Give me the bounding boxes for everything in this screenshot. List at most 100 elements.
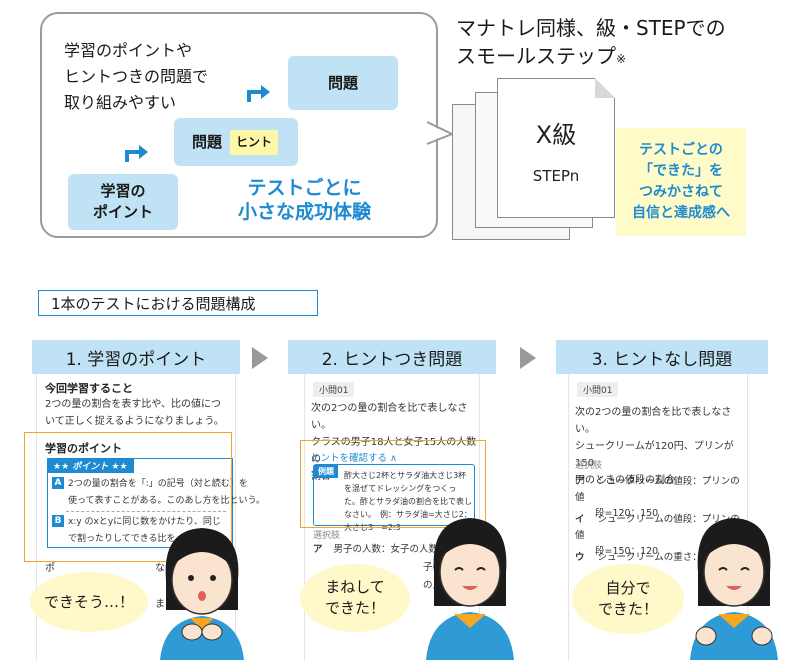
step-header-3: 3. ヒントなし問題 — [556, 340, 768, 374]
speech-2-line-1: まねして — [325, 578, 385, 596]
step-header-2-label: 2. ヒントつき問題 — [321, 349, 463, 370]
choice-a-mark: ア — [575, 476, 585, 487]
highlight-frame — [300, 440, 486, 528]
bubble-description: 学習のポイントや ヒントつきの問題で 取り組みやすい — [64, 38, 208, 116]
show-hint-toggle[interactable]: ヒントを確認する ∧ — [311, 453, 397, 464]
speech-2-line-2: できた！ — [324, 599, 385, 617]
step-up-arrow-icon — [247, 85, 270, 102]
speech-bubble-2: まねして できた！ — [300, 564, 410, 632]
panel1-heading: 今回学習すること — [45, 382, 133, 395]
panel1-body: 2つの量の割合を表す比や、比の値につ いて正しく捉えるようになりましょう。 — [45, 396, 235, 430]
point-tag: ★★ ポイント ★★ — [47, 458, 134, 473]
point-line-b2: で割ったりしてできる比を、「等しい — [68, 532, 216, 547]
choice-c[interactable]: ウ シュークリームの重さ：プリ — [575, 550, 747, 566]
achievement-line-3: つみかさねて — [639, 184, 723, 200]
choice-b-mark: イ — [575, 514, 585, 525]
question-with-hint-box: 問題 ヒント — [174, 118, 298, 166]
choice-b-line-1: シュークリームの値段：プリンの値 — [575, 514, 740, 541]
choice-a-text: 男子の人数：女子の人数=18 — [333, 544, 459, 555]
step-header-1: 1. 学習のポイント — [32, 340, 240, 374]
panel3-body-line-2: シュークリームが120円、プリンが150 — [575, 441, 734, 469]
choice-a-mark: ア — [313, 544, 323, 555]
small-step-heading: マナトレ同様、級・STEPでの スモールステップ※ — [456, 14, 726, 73]
small-step-line-2: スモールステップ — [456, 44, 616, 68]
question-label: 問題 — [327, 73, 358, 92]
bubble-line-2: ヒントつきの問題で — [64, 67, 209, 86]
paper-sheet-front: X級 STEPn — [497, 78, 615, 218]
bubble-tail — [426, 121, 455, 145]
choice-a-line-2: 段=120：150 — [595, 508, 659, 519]
panel2-body-line-1: 次の2つの量の割合を比で表しなさい。 — [311, 403, 468, 431]
learning-point-line-2: ポイント — [92, 203, 153, 221]
achievement-line-4: 自信と達成感へ — [632, 205, 730, 221]
success-line-1: テストごとに — [247, 177, 362, 199]
achievement-line-1: テストごとの — [639, 142, 723, 158]
achievement-box: テストごとの 「できた」を つみかさねて 自信と達成感へ — [616, 128, 746, 236]
choice-c-mark: ウ — [575, 552, 585, 563]
small-step-note: ※ — [616, 52, 627, 66]
question-with-hint-label: 問題 — [192, 132, 223, 151]
point-line-b: B x:y のxとyに同じ数をかけたり、同じ — [52, 515, 221, 530]
bubble-line-3: 取り組みやすい — [64, 93, 177, 112]
panel1-body-line-2: いて正しく捉えるようになりましょう。 — [45, 416, 224, 427]
choice-b[interactable]: イ シュークリームの値段：プリンの値 段=150：120 — [575, 512, 747, 560]
example-label: 例題 — [314, 465, 338, 478]
chevron-right-icon — [252, 347, 268, 369]
panel3-body-line-1: 次の2つの量の割合を比で表しなさい。 — [575, 407, 732, 435]
step-header-1-label: 1. 学習のポイント — [65, 349, 207, 370]
bubble-line-1: 学習のポイントや — [64, 41, 193, 60]
paper-fold — [595, 78, 615, 98]
point-line-a2: 使って表すことがある。このあし方を比という。 — [68, 494, 265, 509]
student-character-icon — [690, 518, 778, 660]
success-line-2: 小さな成功体験 — [238, 201, 372, 223]
step-up-arrow-icon — [125, 145, 148, 162]
question-number-badge: 小問01 — [577, 382, 619, 397]
question-number-badge: 小問01 — [313, 382, 355, 397]
choice-a-line-1: シュークリームの値段：プリンの値 — [575, 476, 740, 503]
speech-3-line-1: 自分で — [605, 579, 651, 597]
student-character-icon — [160, 528, 244, 660]
speech-3-line-2: できた！ — [597, 600, 658, 618]
point-letter-b: B — [52, 515, 64, 527]
choice-a[interactable]: ア 男子の人数：女子の人数=18 — [313, 542, 458, 557]
step-label: STEPn — [532, 167, 580, 185]
small-step-line-1: マナトレ同様、級・STEPでの — [456, 16, 726, 40]
step-header-2: 2. ヒントつき問題 — [288, 340, 496, 374]
speech-bubble-panel: 学習のポイントや ヒントつきの問題で 取り組みやすい 学習の ポイント 問題 ヒ… — [40, 12, 438, 238]
achievement-line-2: 「できた」を — [639, 163, 723, 179]
section-label-text: 1本のテストにおける問題構成 — [51, 294, 256, 313]
choice-b-line-2: 段=150：120 — [595, 546, 659, 557]
point-box: ★★ ポイント ★★ A 2つの量の割合を「:」の記号（対と読む）を 使って表す… — [47, 458, 265, 548]
point-line-a-text: 2つの量の割合を「:」の記号（対と読む）を — [68, 479, 248, 489]
choices-label: 選択肢 — [575, 461, 603, 471]
choices-label: 選択肢 — [313, 531, 341, 541]
panel1-cutoff-1: ポ — [45, 563, 55, 574]
learning-point-box: 学習の ポイント — [68, 174, 178, 230]
section-label: 1本のテストにおける問題構成 — [38, 290, 318, 316]
choice-a[interactable]: ア シュークリームの値段：プリンの値 段=120：150 — [575, 474, 747, 522]
learning-point-line-1: 学習の — [100, 182, 146, 200]
chevron-right-icon — [520, 347, 536, 369]
hint-tag: ヒント — [230, 129, 279, 155]
speech-bubble-3: 自分で できた！ — [572, 564, 684, 634]
student-character-icon — [426, 518, 514, 660]
small-success-text: テストごとに 小さな成功体験 — [238, 176, 371, 224]
point-letter-a: A — [52, 477, 64, 489]
panel3-body: 次の2つの量の割合を比で表しなさい。 シュークリームが120円、プリンが150 … — [575, 404, 747, 489]
point-line-a2-text: 使って表すことがある。このあし方を比という。 — [68, 496, 266, 506]
point-line-b-text: x:y のxとyに同じ数をかけたり、同じ — [68, 517, 221, 527]
choice-c-line-1: シュークリームの重さ：プリ — [597, 552, 721, 563]
point-line-a: A 2つの量の割合を「:」の記号（対と読む）を — [52, 477, 248, 492]
highlight-frame — [24, 432, 232, 562]
panel2-body-line-2: クラスの男子18人と女子15人の人数の — [311, 437, 477, 465]
speech-bubble-1: できそう…！ — [30, 572, 148, 632]
question-box: 問題 — [288, 56, 398, 110]
panel1-body-line-1: 2つの量の割合を表す比や、比の値につ — [45, 399, 222, 410]
point-line-b2-text: で割ったりしてできる比を、「等しい — [68, 534, 217, 544]
step-header-3-label: 3. ヒントなし問題 — [591, 349, 733, 370]
point-title: 学習のポイント — [45, 442, 122, 455]
grade-title: X級 — [535, 121, 577, 149]
speech-1-line-1: できそう…！ — [43, 592, 134, 611]
panel3-body-line-3: 円のときの値段の割合 — [575, 475, 675, 486]
divider — [66, 511, 226, 512]
